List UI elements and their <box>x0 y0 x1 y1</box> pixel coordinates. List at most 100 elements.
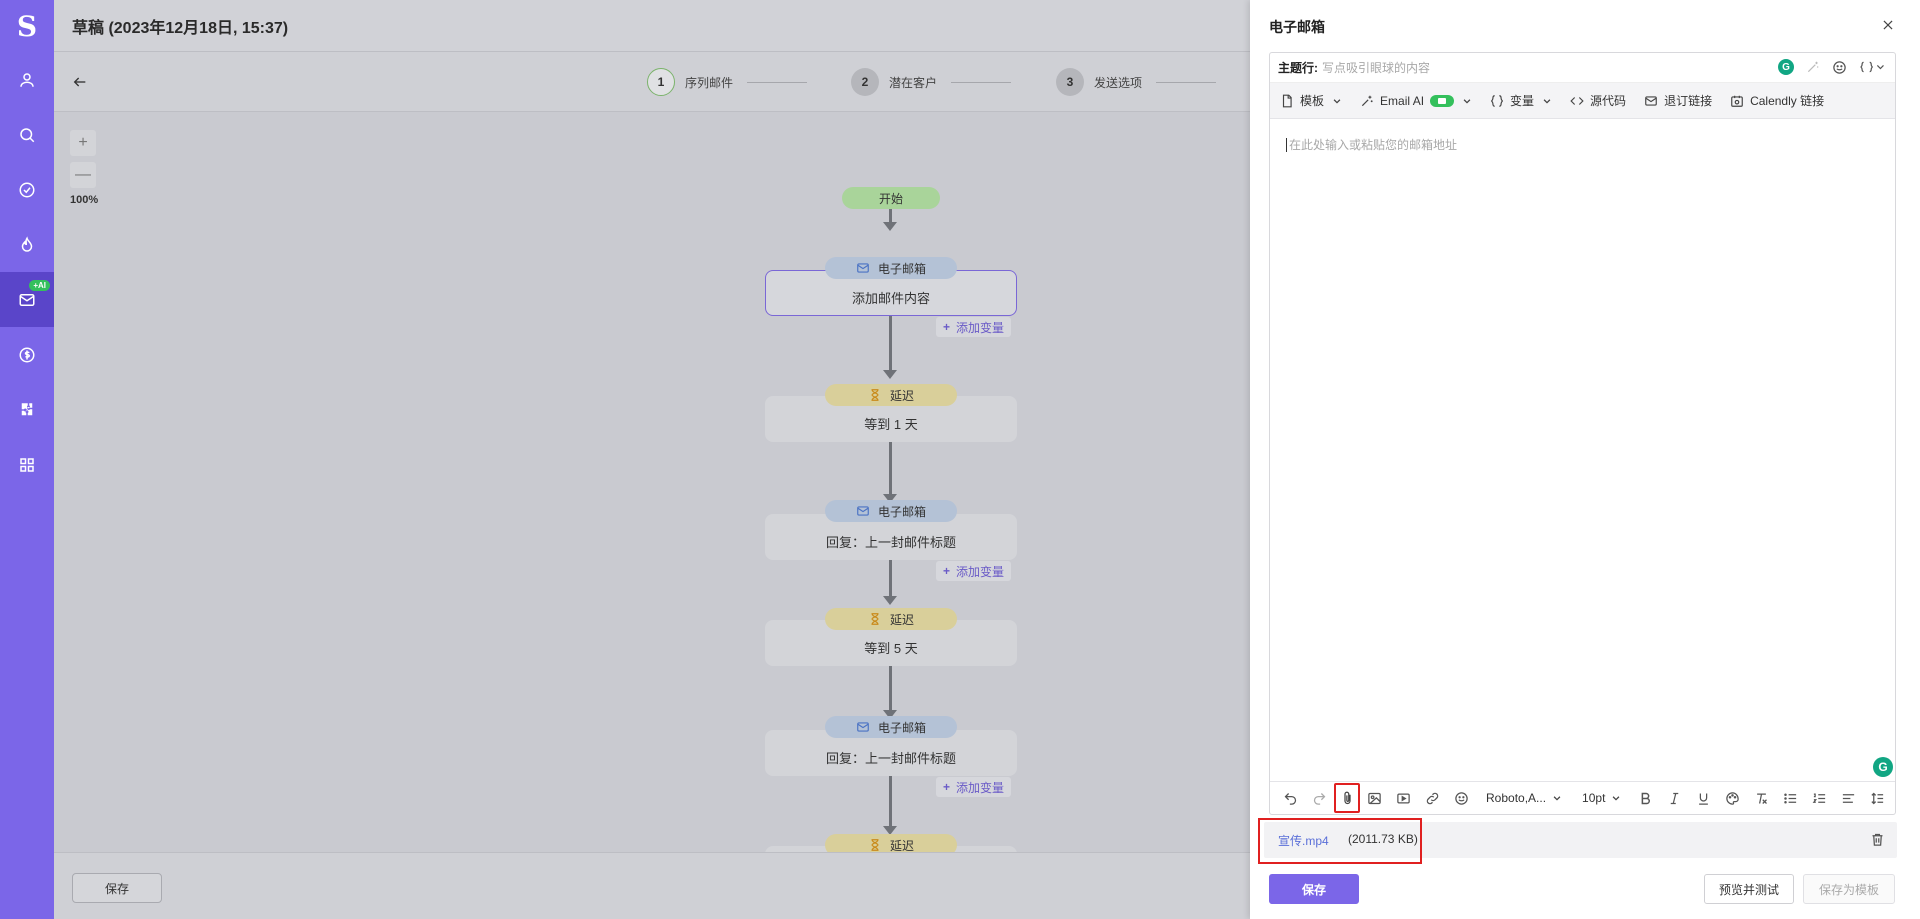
zoom-in-button[interactable]: + <box>70 130 96 156</box>
code-icon <box>1570 96 1584 105</box>
italic-button[interactable] <box>1660 785 1689 811</box>
magic-wand-icon[interactable] <box>1806 60 1820 74</box>
font-size-value: 10pt <box>1582 791 1606 805</box>
panel-title: 电子邮箱 <box>1269 19 1325 35</box>
trash-icon[interactable] <box>1870 832 1885 847</box>
step-number: 1 <box>647 68 675 96</box>
left-nav: S +AI <box>0 0 54 919</box>
insert-image-button[interactable] <box>1360 785 1389 811</box>
nav-apps[interactable] <box>0 437 54 492</box>
step-sequence[interactable]: 1 序列邮件 <box>647 68 808 96</box>
body-placeholder: 在此处输入或粘贴您的邮箱地址 <box>1286 138 1458 152</box>
puzzle-icon <box>21 402 33 415</box>
delay-tag-label: 延迟 <box>889 612 914 627</box>
font-size-select[interactable]: 10pt <box>1582 791 1621 805</box>
insert-link-button[interactable] <box>1418 785 1447 811</box>
font-family-value: Roboto,A... <box>1486 791 1547 805</box>
grammarly-icon[interactable]: G <box>1873 757 1893 777</box>
add-variable-button-2[interactable]: + 添加变量 <box>936 561 1012 581</box>
calendly-label: Calendly 链接 <box>1750 94 1825 108</box>
undo-icon <box>1284 792 1297 805</box>
numbered-list-button[interactable] <box>1805 785 1834 811</box>
flow-delay-node-1[interactable]: 等到 1 天 <box>765 396 1017 442</box>
variables-dropdown[interactable]: 变量 <box>1490 92 1552 109</box>
nav-deals[interactable] <box>0 327 54 382</box>
chevron-down-icon <box>1463 98 1471 104</box>
email-tag: 电子邮箱 <box>825 500 957 522</box>
canvas-save-button[interactable]: 保存 <box>72 873 162 903</box>
calendly-link-button[interactable]: Calendly 链接 <box>1730 92 1824 109</box>
mail-icon <box>857 506 869 516</box>
add-variable-button-3[interactable]: + 添加变量 <box>936 777 1012 797</box>
email-editor: 主题行: G 模板 Email AI <box>1269 52 1896 815</box>
redo-button[interactable] <box>1305 785 1334 811</box>
grammarly-icon[interactable]: G <box>1778 59 1794 75</box>
subject-label: 主题行: <box>1278 61 1318 75</box>
email-tag: 电子邮箱 <box>825 716 957 738</box>
save-button[interactable]: 保存 <box>1269 874 1359 904</box>
close-icon[interactable] <box>1881 18 1895 32</box>
flow-start-node[interactable]: 开始 <box>842 187 940 209</box>
subject-tools: G <box>1778 59 1885 75</box>
nav-contacts[interactable] <box>0 52 54 107</box>
subject-input[interactable] <box>1322 60 1742 75</box>
mail-icon <box>857 722 869 732</box>
source-code-button[interactable]: 源代码 <box>1570 92 1626 109</box>
paperclip-icon <box>1343 791 1351 804</box>
step-divider <box>951 81 1012 83</box>
preview-test-button[interactable]: 预览并测试 <box>1704 874 1794 904</box>
palette-icon <box>1726 791 1740 805</box>
save-as-template-button[interactable]: 保存为模板 <box>1803 874 1895 904</box>
emoji-icon[interactable] <box>1832 60 1847 75</box>
zoom-out-button[interactable]: — <box>70 162 96 188</box>
highlight-frame <box>1258 818 1422 864</box>
zoom-level: 100% <box>70 194 99 206</box>
add-variable-label: 添加变量 <box>956 780 1005 795</box>
panel-footer: 保存 预览并测试 保存为模板 <box>1250 870 1920 919</box>
redo-icon <box>1313 792 1326 805</box>
calendar-icon <box>1731 95 1743 107</box>
step-divider <box>747 81 808 83</box>
attachment-button[interactable] <box>1334 783 1360 813</box>
chevron-down-icon <box>1543 98 1551 104</box>
font-family-select[interactable]: Roboto,A... <box>1486 791 1562 805</box>
underline-button[interactable] <box>1689 785 1718 811</box>
flow-email-node-1[interactable]: 添加邮件内容 <box>765 270 1017 316</box>
chevron-down-icon <box>1553 796 1561 801</box>
text-color-button[interactable] <box>1718 785 1747 811</box>
step-send-options[interactable]: 3 发送选项 <box>1056 68 1217 96</box>
undo-button[interactable] <box>1276 785 1305 811</box>
nav-email[interactable]: +AI <box>0 272 54 327</box>
nav-search[interactable] <box>0 107 54 162</box>
nav-hot[interactable] <box>0 217 54 272</box>
flow-connector <box>889 316 892 372</box>
email-ai-label: Email AI <box>1380 93 1425 108</box>
email-ai-dropdown[interactable]: Email AI <box>1360 94 1472 108</box>
nav-integrations[interactable] <box>0 382 54 437</box>
numbered-list-icon <box>1813 793 1826 803</box>
bullet-list-button[interactable] <box>1776 785 1805 811</box>
nav-tasks[interactable] <box>0 162 54 217</box>
attachment-filename-link[interactable]: 宣传.mp4 <box>1278 834 1329 848</box>
app-logo[interactable]: S <box>16 9 38 43</box>
unsubscribe-link-button[interactable]: 退订链接 <box>1644 92 1712 109</box>
email-tag-label: 电子邮箱 <box>877 504 926 519</box>
format-toolbar: Roboto,A... 10pt <box>1270 781 1895 814</box>
clear-format-button[interactable] <box>1747 785 1776 811</box>
email-ai-toggle[interactable] <box>1430 94 1455 107</box>
variables-braces-icon[interactable] <box>1859 60 1885 74</box>
email-body-input[interactable]: 在此处输入或粘贴您的邮箱地址 <box>1270 120 1895 760</box>
insert-emoji-button[interactable] <box>1447 785 1476 811</box>
template-dropdown[interactable]: 模板 <box>1280 92 1342 109</box>
insert-video-button[interactable] <box>1389 785 1418 811</box>
mail-icon <box>1645 95 1657 106</box>
add-variable-label: 添加变量 <box>956 320 1005 335</box>
bold-button[interactable] <box>1631 785 1660 811</box>
clear-format-icon <box>1757 793 1768 804</box>
align-button[interactable] <box>1834 785 1863 811</box>
line-height-button[interactable] <box>1863 785 1892 811</box>
add-variable-button-1[interactable]: + 添加变量 <box>936 317 1012 337</box>
step-prospects[interactable]: 2 潜在客户 <box>851 68 1012 96</box>
italic-icon <box>1671 792 1679 804</box>
back-arrow-icon[interactable] <box>72 74 88 90</box>
